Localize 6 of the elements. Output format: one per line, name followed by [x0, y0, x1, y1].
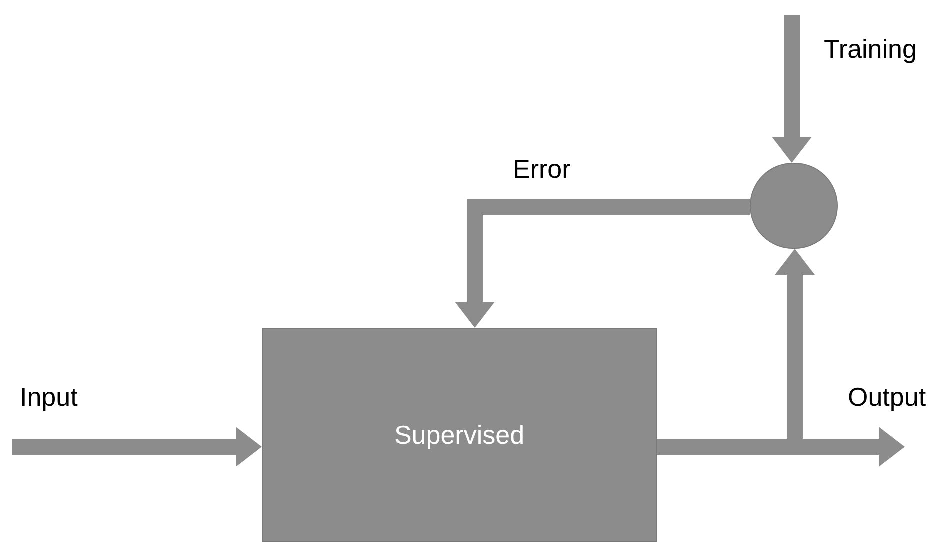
arrow [455, 199, 750, 328]
arrow [12, 427, 262, 467]
process-box [262, 328, 657, 542]
box-label: Supervised [394, 418, 525, 452]
edge-label: Training [824, 36, 917, 62]
arrow [772, 15, 812, 163]
